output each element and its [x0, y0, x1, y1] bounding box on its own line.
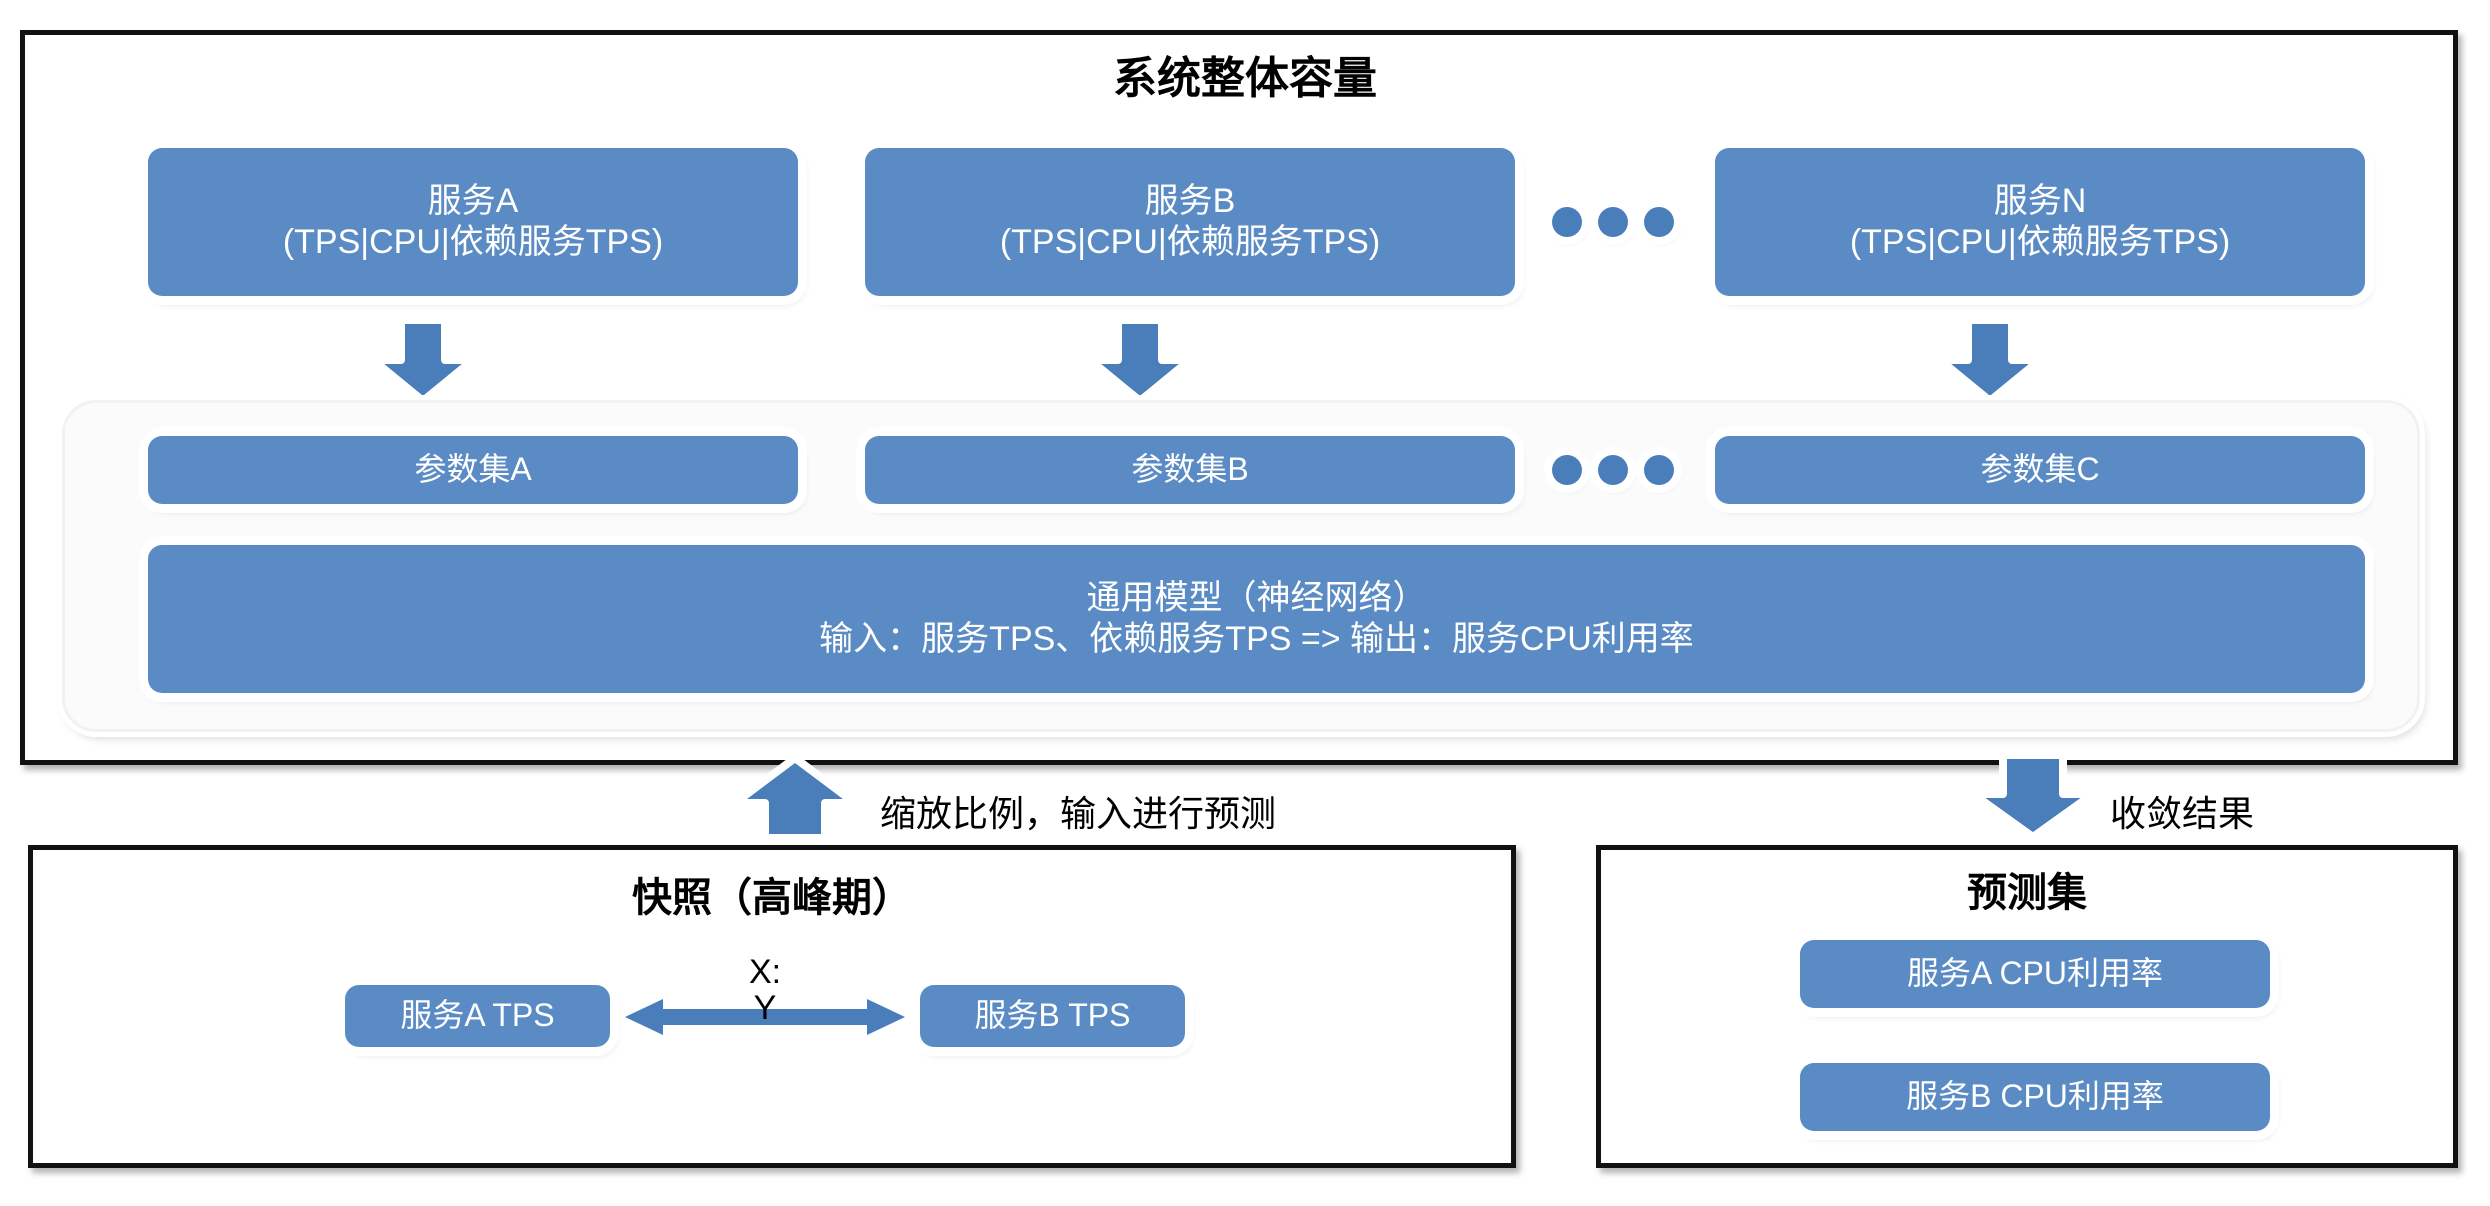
ellipsis-dot-3	[1644, 207, 1674, 237]
arrow-bidirectional-ratio	[625, 998, 905, 1036]
service-box-a[interactable]: 服务A (TPS|CPU|依赖服务TPS)	[148, 148, 798, 296]
param-set-b[interactable]: 参数集B	[865, 436, 1515, 504]
general-model-line2: 输入：服务TPS、依赖服务TPS => 输出：服务CPU利用率	[819, 620, 1694, 658]
service-a-name: 服务A	[427, 181, 519, 220]
ellipsis-dot-1	[1552, 207, 1582, 237]
service-box-b[interactable]: 服务B (TPS|CPU|依赖服务TPS)	[865, 148, 1515, 296]
convergence-caption: 收敛结果	[2110, 793, 2255, 834]
param-set-a[interactable]: 参数集A	[148, 436, 798, 504]
arrow-service-a-to-param	[368, 316, 478, 405]
service-n-name: 服务N	[1993, 181, 2087, 220]
param-set-b-label: 参数集B	[1131, 451, 1249, 488]
arrow-up-scaling	[730, 754, 860, 842]
snapshot-panel-title: 快照（高峰期）	[632, 876, 912, 920]
snapshot-service-a-tps[interactable]: 服务A TPS	[345, 985, 610, 1047]
service-ellipsis-dots	[1552, 207, 1674, 237]
snapshot-right-label: 服务B TPS	[974, 997, 1131, 1034]
param-ellipsis-dot-1	[1552, 455, 1582, 485]
service-a-detail: (TPS|CPU|依赖服务TPS)	[282, 223, 664, 261]
capacity-panel-title: 系统整体容量	[1113, 54, 1377, 103]
ratio-bottom: Y	[753, 988, 777, 1027]
prediction-item-a-label: 服务A CPU利用率	[1906, 955, 2164, 992]
ellipsis-dot-2	[1598, 207, 1628, 237]
snapshot-panel	[28, 845, 1516, 1168]
prediction-item-a[interactable]: 服务A CPU利用率	[1800, 940, 2270, 1008]
general-model-box[interactable]: 通用模型（神经网络） 输入：服务TPS、依赖服务TPS => 输出：服务CPU利…	[148, 545, 2365, 693]
ratio-top: X:	[748, 953, 782, 991]
service-n-detail: (TPS|CPU|依赖服务TPS)	[1849, 223, 2231, 261]
prediction-item-b-label: 服务B CPU利用率	[1906, 1078, 2164, 1115]
arrow-down-convergence	[1968, 751, 2098, 841]
service-box-n[interactable]: 服务N (TPS|CPU|依赖服务TPS)	[1715, 148, 2365, 296]
param-set-c[interactable]: 参数集C	[1715, 436, 2365, 504]
scaling-caption: 缩放比例，输入进行预测	[880, 793, 1277, 834]
arrow-service-n-to-param	[1935, 316, 2045, 405]
param-ellipsis-dot-2	[1598, 455, 1628, 485]
param-set-c-label: 参数集C	[1980, 451, 2100, 488]
general-model-line1: 通用模型（神经网络）	[1086, 578, 1427, 617]
param-ellipsis-dots	[1552, 455, 1674, 485]
snapshot-left-label: 服务A TPS	[400, 997, 555, 1034]
prediction-item-b[interactable]: 服务B CPU利用率	[1800, 1063, 2270, 1131]
service-b-detail: (TPS|CPU|依赖服务TPS)	[999, 223, 1381, 261]
service-b-name: 服务B	[1144, 181, 1236, 220]
prediction-panel-title: 预测集	[1967, 871, 2087, 915]
snapshot-service-b-tps[interactable]: 服务B TPS	[920, 985, 1185, 1047]
arrow-service-b-to-param	[1085, 316, 1195, 405]
param-set-a-label: 参数集A	[414, 451, 532, 488]
ratio-label: X: Y	[625, 953, 905, 1027]
param-ellipsis-dot-3	[1644, 455, 1674, 485]
